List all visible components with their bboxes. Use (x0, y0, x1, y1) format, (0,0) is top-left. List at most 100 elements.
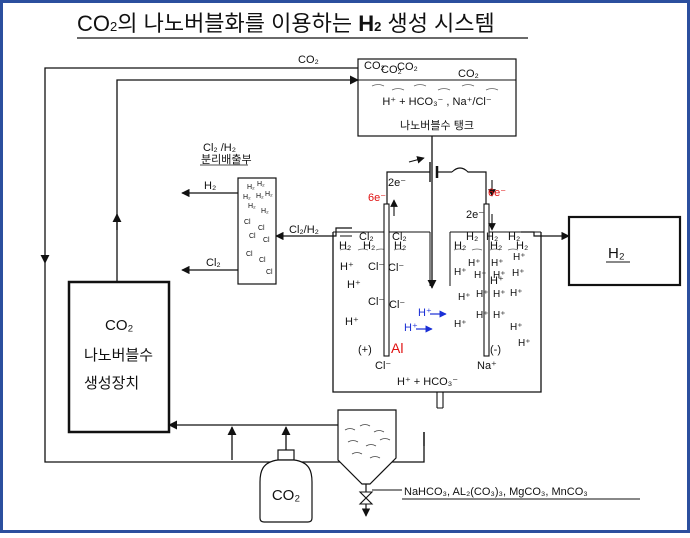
separator-item-8: Cl (258, 225, 265, 232)
h2-outlet-line (521, 231, 570, 241)
right-gas-4: H₂ (490, 240, 502, 252)
right-ion-10: H⁺ (510, 288, 523, 299)
power-circuit (386, 156, 496, 231)
anode-electrode (383, 203, 390, 357)
right-ion-1: H⁺ (491, 258, 504, 269)
migrating-ion-0: H⁺ (418, 307, 432, 319)
co2-nanobubble-generator: CO₂ 나노버블수 생성장치 (67, 280, 171, 434)
e-right-red: 6e⁻ (488, 187, 506, 199)
separator-item-3: H₂ (256, 193, 264, 200)
salts-label: NaHCO₃, AL₂(CO₃)₃, MgCO₃, MnCO₃ (404, 486, 588, 498)
left-ion-1: Cl⁻ (368, 261, 384, 273)
separator-item-11: Cl (246, 251, 253, 258)
right-ion-13: H⁺ (454, 319, 467, 330)
left-ion-5: Cl⁻ (389, 299, 405, 311)
separator-item-0: H₂ (247, 184, 255, 191)
bottom-loop-line (44, 263, 425, 463)
right-ion-5: H⁺ (493, 270, 506, 281)
left-ion-4: Cl⁻ (368, 296, 384, 308)
co2-top-label: CO₂ (298, 54, 319, 66)
cell-bottom-label: H⁺ + HCO₃⁻ (397, 376, 458, 388)
right-gas-3: H₂ (454, 240, 466, 252)
e-left-red: 6e⁻ (368, 192, 386, 204)
generator-line3: 생성장치 (84, 375, 139, 392)
co2-bottle: CO₂ (259, 449, 313, 523)
cl2h2-out-label: Cl₂/H₂ (289, 224, 319, 236)
left-ion-2: Cl⁻ (388, 262, 404, 274)
generator-line1: CO₂ (105, 317, 134, 334)
tank-label: 나노버블수 탱크 (400, 119, 474, 132)
separator-item-4: H₂ (265, 191, 273, 198)
right-ion-15: H⁺ (518, 338, 531, 349)
page-title: CO2의 나노버블화를 이용하는 H2 생성 시스템 (77, 11, 495, 36)
right-ion-2: H⁺ (513, 252, 526, 263)
left-gas-1: Cl₂ (392, 231, 407, 243)
cathode-sign: (-) (490, 344, 501, 356)
migrating-ions: H⁺H⁺H⁺ (404, 275, 504, 334)
tank-co2-3: CO₂ (458, 68, 479, 80)
separator-item-13: Cl (266, 269, 273, 276)
separator-item-10: Cl (263, 237, 270, 244)
right-ion-6: H⁺ (512, 268, 525, 279)
precipitator (337, 409, 397, 517)
right-ion-14: H⁺ (510, 322, 523, 333)
left-ion-0: H⁺ (340, 261, 354, 273)
e-right: 2e⁻ (466, 209, 484, 221)
separator-item-1: H₂ (257, 181, 265, 188)
right-gas-0: H₂ (466, 231, 478, 243)
tank-ions: H⁺ + HCO₃⁻ , Na⁺/Cl⁻ (382, 96, 491, 108)
co2-return-line (40, 67, 358, 264)
h2-box-label: H₂ (608, 245, 625, 262)
generator-line2: 나노버블수 (84, 347, 153, 364)
tank-co2-1: CO₂ (381, 64, 402, 76)
nanobubble-tank: CO₂CO₂CO₂CO₂ H⁺ + HCO₃⁻ , Na⁺/Cl⁻ 나노버블수 … (357, 58, 517, 137)
right-gas-1: H₂ (486, 231, 498, 243)
migrating-ion-2: H⁺ (490, 275, 504, 287)
e-left: 2e⁻ (388, 177, 406, 189)
right-ion-0: H⁺ (468, 258, 481, 269)
right-gas-5: H₂ (516, 240, 528, 252)
h2-out-label: H₂ (204, 180, 216, 192)
right-ion-4: H⁺ (474, 270, 487, 281)
na-under: Na⁺ (477, 360, 497, 372)
separator-item-5: H₂ (248, 203, 256, 210)
right-gas-2: H₂ (508, 231, 520, 243)
anode-metal: Al (391, 340, 403, 356)
migrating-ion-1: H⁺ (404, 322, 418, 334)
tank-co2-2: CO₂ (397, 61, 418, 73)
separator-item-7: Cl (244, 219, 251, 226)
separator-title: Cl₂ /H₂ (203, 142, 236, 154)
drain-valve-icon (358, 491, 374, 505)
cl2-out-label: Cl₂ (206, 257, 221, 269)
left-gas-3: H₂ (363, 240, 375, 252)
tank-co2-marks: CO₂CO₂CO₂CO₂ (364, 60, 479, 80)
left-gas-2: H₂ (339, 240, 351, 252)
tank-co2-0: CO₂ (364, 60, 385, 72)
bottle-label: CO₂ (272, 487, 301, 504)
left-ion-3: H⁺ (347, 279, 361, 291)
anode-sign: (+) (358, 344, 372, 356)
h2-storage-box (567, 215, 682, 287)
separator-item-2: H₂ (243, 194, 251, 201)
separator-item-9: Cl (249, 233, 256, 240)
separator-sub: 분리배출부 (201, 153, 252, 166)
left-ion-6: H⁺ (345, 316, 359, 328)
cell-left-ions: H⁺ Cl⁻ Cl⁻ H⁺ Cl⁻ Cl⁻ H⁺ (340, 261, 405, 328)
separator-item-6: H₂ (261, 208, 269, 215)
cl2h2-outlet-line (275, 227, 352, 241)
right-ion-11: H⁺ (476, 310, 489, 321)
right-ion-12: H⁺ (493, 310, 506, 321)
cell-right-ions: H⁺H⁺H⁺H⁺H⁺H⁺H⁺H⁺H⁺H⁺H⁺H⁺H⁺H⁺H⁺H⁺ (454, 252, 531, 349)
separator-item-12: Cl (259, 257, 266, 264)
right-ion-7: H⁺ (458, 292, 471, 303)
right-ion-9: H⁺ (493, 289, 506, 300)
right-ion-8: H⁺ (476, 289, 489, 300)
left-gas-4: H₂ (394, 240, 406, 252)
cl-under: Cl⁻ (375, 360, 391, 372)
